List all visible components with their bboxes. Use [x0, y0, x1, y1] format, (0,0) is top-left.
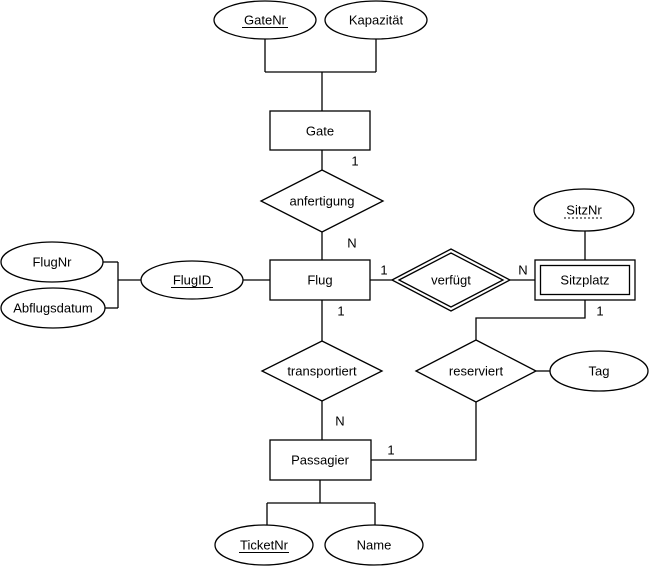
cardinality-labels: 1 N 1 N 1 N 1 1 — [335, 154, 603, 458]
relationship-anfertigung-diamond — [259, 169, 385, 233]
attribute-abflugsdatum-oval — [0, 287, 106, 329]
attribute-flugnr-label: FlugNr — [32, 255, 72, 270]
cardinality-gate-anfertigung: 1 — [351, 154, 358, 169]
entity-sitzplatz: Sitzplatz — [534, 259, 636, 301]
relationship-reserviert: reserviert — [414, 339, 538, 403]
connector-lines — [103, 39, 586, 526]
entity-flug: Flug — [269, 259, 371, 301]
cardinality-passagier-reserviert: 1 — [387, 443, 394, 458]
relationship-anfertigung-label: anfertigung — [289, 194, 354, 209]
cardinality-sitzplatz-reserviert: 1 — [596, 304, 603, 319]
attribute-abflugsdatum-label: Abflugsdatum — [13, 301, 93, 316]
cardinality-transportiert-passagier: N — [335, 414, 344, 429]
entity-gate: Gate — [269, 110, 371, 151]
attribute-tag-label: Tag — [589, 364, 610, 379]
attribute-flugid-oval — [140, 260, 244, 300]
attribute-ticketnr-label: TicketNr — [240, 538, 289, 553]
attribute-tag-oval — [549, 350, 649, 392]
attribute-kapazitaet-label: Kapazität — [349, 13, 404, 28]
cardinality-anfertigung-flug: N — [347, 236, 356, 251]
attribute-gatenr-label: GateNr — [244, 13, 287, 28]
attribute-abflugsdatum: Abflugsdatum — [0, 287, 106, 329]
attribute-gatenr: GateNr — [213, 0, 317, 40]
relationship-reserviert-diamond — [414, 339, 538, 403]
entity-sitzplatz-inner-box — [539, 264, 631, 296]
relationship-transportiert-diamond — [260, 340, 384, 402]
entity-flug-box — [269, 259, 371, 301]
relationship-anfertigung: anfertigung — [259, 169, 385, 233]
attribute-ticketnr: TicketNr — [214, 524, 314, 566]
attribute-tag: Tag — [549, 350, 649, 392]
attribute-sitznr-oval — [533, 188, 635, 232]
entity-gate-label: Gate — [306, 124, 334, 139]
attribute-flugid: FlugID — [140, 260, 244, 300]
entity-sitzplatz-label: Sitzplatz — [560, 273, 609, 288]
relationship-transportiert: transportiert — [260, 340, 384, 402]
entity-flug-label: Flug — [307, 273, 332, 288]
entity-passagier-box — [269, 439, 372, 481]
relationship-verfuegt-label: verfügt — [431, 273, 471, 288]
relationship-verfuegt: verfügt — [390, 248, 512, 312]
attribute-name: Name — [324, 524, 424, 566]
attribute-flugnr: FlugNr — [0, 241, 104, 283]
cardinality-flug-transportiert: 1 — [337, 304, 344, 319]
attribute-name-oval — [324, 524, 424, 566]
relationship-verfuegt-inner-diamond — [397, 252, 505, 308]
cardinality-flug-verfuegt: 1 — [380, 263, 387, 278]
attribute-ticketnr-oval — [214, 524, 314, 566]
attribute-kapazitaet-oval — [324, 0, 428, 40]
connector-reserviert-passagier — [371, 402, 477, 461]
attribute-sitznr-label: SitzNr — [566, 203, 602, 218]
cardinality-verfuegt-sitzplatz: N — [518, 263, 527, 278]
attribute-flugid-label: FlugID — [173, 273, 211, 288]
attribute-flugnr-oval — [0, 241, 104, 283]
entity-gate-box — [269, 110, 371, 151]
attribute-sitznr: SitzNr — [533, 188, 635, 232]
relationship-transportiert-label: transportiert — [287, 364, 357, 379]
attribute-gatenr-oval — [213, 0, 317, 40]
attribute-name-label: Name — [357, 538, 392, 553]
connector-sitzplatz-reserviert — [475, 300, 586, 340]
attribute-kapazitaet: Kapazität — [324, 0, 428, 40]
entity-passagier: Passagier — [269, 439, 372, 481]
entity-passagier-label: Passagier — [291, 453, 349, 468]
relationship-reserviert-label: reserviert — [449, 364, 504, 379]
